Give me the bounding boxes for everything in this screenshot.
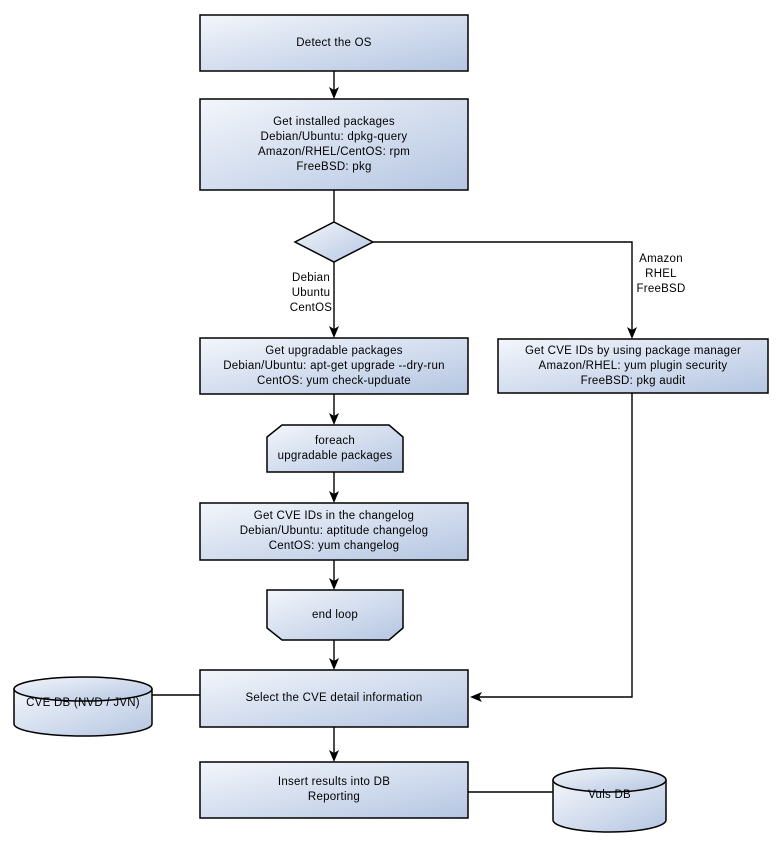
detect-os-label: Detect the OS <box>296 36 372 49</box>
get-cve-ids-changelog-label: Get CVE IDs in the changelog Debian/Ubun… <box>239 510 429 552</box>
select-cve-detail-box <box>199 669 469 728</box>
insert-results-label: Insert results into DB Reporting <box>277 776 391 803</box>
arrowhead-down-endloop <box>329 578 339 590</box>
get-cve-ids-package-manager-box <box>497 338 769 394</box>
end-loop-label: end loop <box>311 608 359 621</box>
arrowhead-down-cve-pkg-manager <box>627 327 637 339</box>
edge-decision-to-cve-pkg-manager <box>373 241 633 335</box>
select-cve-detail-label: Select the CVE detail information <box>245 692 423 704</box>
detect-os-box <box>199 14 469 72</box>
arrowhead-down-select <box>329 658 339 670</box>
get-cve-ids-changelog-box <box>199 502 469 561</box>
end-loop-shape <box>266 589 404 641</box>
vuls-db-cylinder-body <box>552 779 667 833</box>
arrowhead-down-upgradable <box>329 326 339 338</box>
foreach-loop-label: foreach upgradable packages <box>277 434 393 462</box>
foreach-loop-shape <box>266 424 404 473</box>
arrowhead-down-insert <box>329 750 339 762</box>
get-upgradable-packages-box <box>199 337 469 395</box>
branch-label-amazon-rhel-freebsd: Amazon RHEL FreeBSD <box>636 253 686 295</box>
cve-db-cylinder-body <box>13 688 153 737</box>
get-cve-ids-package-manager-label: Get CVE IDs by using package manager Ama… <box>524 344 742 387</box>
vuls-db-label: Vuls DB <box>588 788 631 801</box>
vuls-db-cylinder-top <box>552 767 667 793</box>
insert-results-box <box>199 761 469 819</box>
get-installed-packages-box <box>199 98 469 191</box>
arrowhead-left-select <box>470 692 482 702</box>
cve-db-label: CVE DB (NVD / JVN) <box>26 696 140 709</box>
cve-db-cylinder-top <box>13 676 153 702</box>
arrowhead-down-changelog <box>329 491 339 503</box>
edge-cve-pkg-manager-to-select <box>474 393 633 698</box>
branch-label-debian-ubuntu-centos: Debian Ubuntu CentOS <box>289 272 333 314</box>
arrowhead-down-foreach <box>329 413 339 425</box>
get-upgradable-packages-label: Get upgradable packages Debian/Ubuntu: a… <box>223 344 445 387</box>
arrowhead-down-installed <box>329 87 339 99</box>
os-decision-diamond <box>293 221 375 263</box>
get-installed-packages-label: Get installed packages Debian/Ubuntu: dp… <box>257 115 411 173</box>
